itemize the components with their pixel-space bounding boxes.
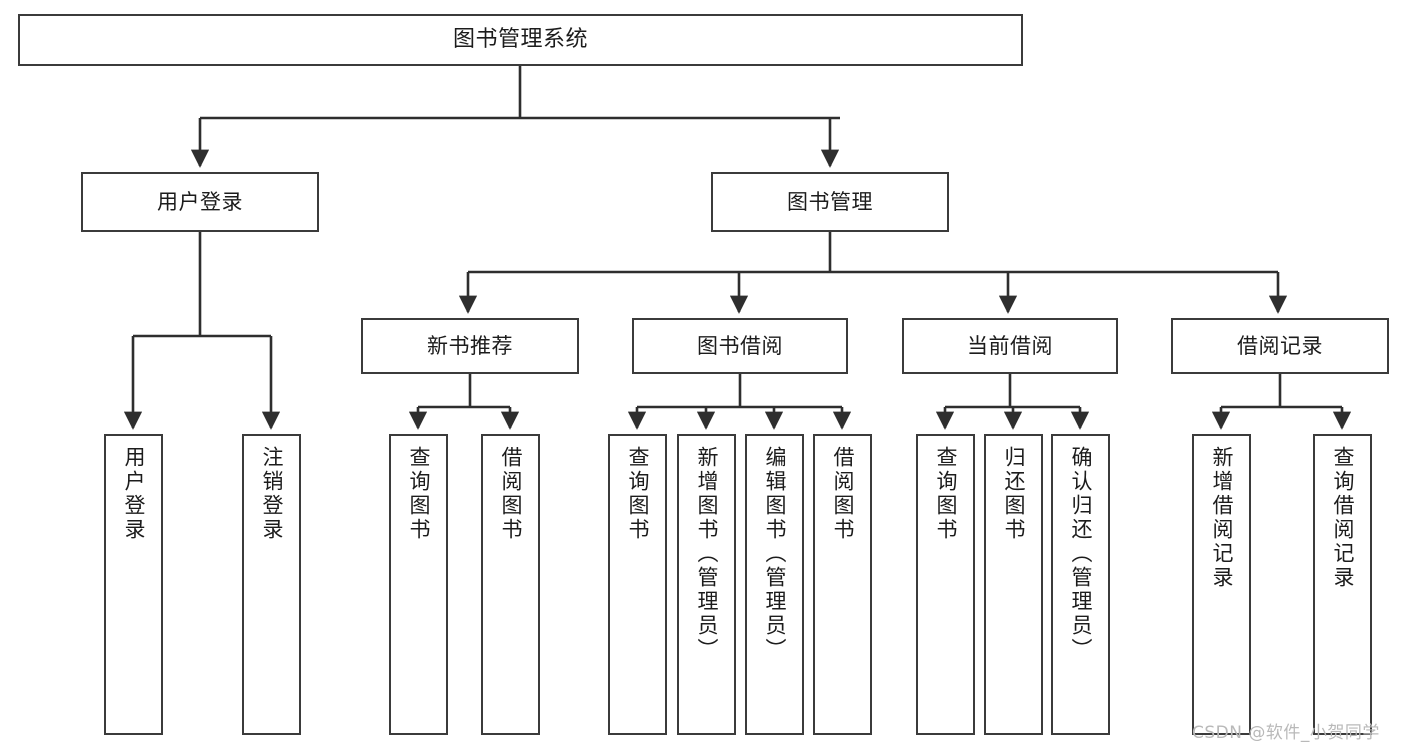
node-leaf-query-book-1[interactable]: 查询图书 — [389, 434, 448, 735]
node-leaf-return-book-label: 归还图书 — [1002, 446, 1026, 542]
node-leaf-query-book-1-label: 查询图书 — [407, 446, 431, 542]
node-leaf-query-book-2[interactable]: 查询图书 — [608, 434, 667, 735]
node-leaf-edit-book[interactable]: 编辑图书（管理员） — [745, 434, 804, 735]
node-leaf-add-record[interactable]: 新增借阅记录 — [1192, 434, 1251, 735]
node-leaf-user-logout[interactable]: 注销登录 — [242, 434, 301, 735]
node-leaf-add-book-label: 新增图书（管理员） — [695, 446, 719, 662]
node-leaf-borrow-book-2-label: 借阅图书 — [831, 446, 855, 542]
node-leaf-query-book-3[interactable]: 查询图书 — [916, 434, 975, 735]
node-book-manage[interactable]: 图书管理 — [711, 172, 949, 232]
node-leaf-borrow-book-1[interactable]: 借阅图书 — [481, 434, 540, 735]
node-leaf-confirm-return[interactable]: 确认归还（管理员） — [1051, 434, 1110, 735]
node-borrow-record[interactable]: 借阅记录 — [1171, 318, 1389, 374]
node-leaf-return-book[interactable]: 归还图书 — [984, 434, 1043, 735]
node-leaf-query-record-label: 查询借阅记录 — [1331, 446, 1355, 590]
node-borrow-record-label: 借阅记录 — [1237, 333, 1323, 358]
node-leaf-borrow-book-2[interactable]: 借阅图书 — [813, 434, 872, 735]
node-leaf-query-book-2-label: 查询图书 — [626, 446, 650, 542]
node-current-borrow-label: 当前借阅 — [967, 333, 1053, 358]
node-user-login-label: 用户登录 — [157, 189, 243, 214]
node-leaf-add-record-label: 新增借阅记录 — [1210, 446, 1234, 590]
csdn-watermark: CSDN @软件_小贺同学 — [1192, 723, 1380, 743]
node-current-borrow[interactable]: 当前借阅 — [902, 318, 1118, 374]
node-new-book-rec-label: 新书推荐 — [427, 333, 513, 358]
node-leaf-confirm-return-label: 确认归还（管理员） — [1069, 446, 1093, 662]
node-leaf-edit-book-label: 编辑图书（管理员） — [763, 446, 787, 662]
node-book-borrow[interactable]: 图书借阅 — [632, 318, 848, 374]
node-new-book-rec[interactable]: 新书推荐 — [361, 318, 579, 374]
node-leaf-query-record[interactable]: 查询借阅记录 — [1313, 434, 1372, 735]
node-root[interactable]: 图书管理系统 — [18, 14, 1023, 66]
node-leaf-query-book-3-label: 查询图书 — [934, 446, 958, 542]
node-leaf-user-login[interactable]: 用户登录 — [104, 434, 163, 735]
node-root-label: 图书管理系统 — [452, 27, 588, 53]
node-book-manage-label: 图书管理 — [787, 189, 873, 214]
node-leaf-borrow-book-1-label: 借阅图书 — [499, 446, 523, 542]
node-book-borrow-label: 图书借阅 — [697, 333, 783, 358]
node-leaf-add-book[interactable]: 新增图书（管理员） — [677, 434, 736, 735]
node-user-login[interactable]: 用户登录 — [81, 172, 319, 232]
node-leaf-user-logout-label: 注销登录 — [260, 446, 284, 542]
node-leaf-user-login-label: 用户登录 — [122, 446, 146, 542]
